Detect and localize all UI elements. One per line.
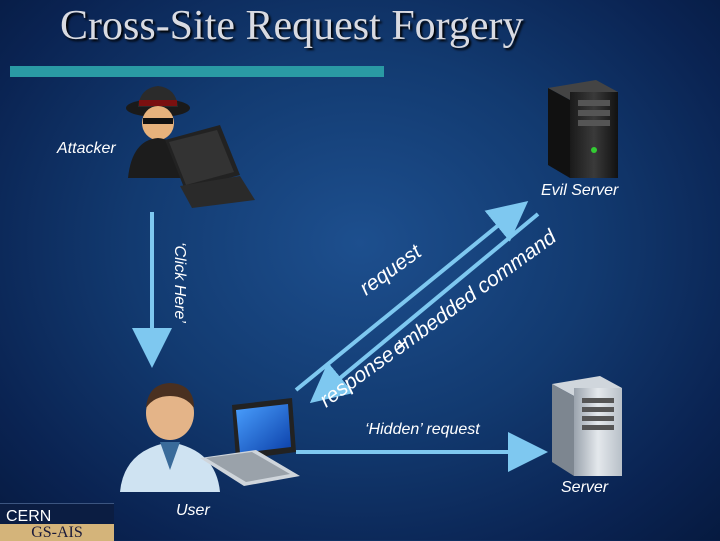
- hidden-request-label: ‘Hidden’ request: [365, 421, 480, 438]
- cern-label: CERN: [6, 508, 52, 525]
- evil-server-label: Evil Server: [541, 182, 619, 199]
- gsais-label: GS-AIS: [0, 524, 114, 541]
- cern-logo-icon: CERN: [6, 508, 51, 526]
- attacker-label: Attacker: [57, 140, 116, 157]
- click-here-label: ‘Click Here’: [171, 242, 188, 323]
- response-arrow: [309, 212, 540, 404]
- evil-server-icon: [548, 80, 618, 178]
- response-label: response +: [315, 332, 413, 412]
- server-icon: [552, 376, 622, 476]
- footer-logo: CERN GS-AIS: [0, 503, 114, 541]
- request-arrow: [294, 200, 529, 392]
- attacker-laptop-icon: [165, 125, 255, 208]
- server-label: Server: [561, 479, 609, 496]
- user-laptop-icon: [200, 398, 300, 486]
- user-icon: [120, 383, 220, 492]
- user-label: User: [176, 502, 210, 519]
- slide-title: Cross-Site Request Forgery: [60, 3, 524, 49]
- title-underline: [10, 66, 384, 77]
